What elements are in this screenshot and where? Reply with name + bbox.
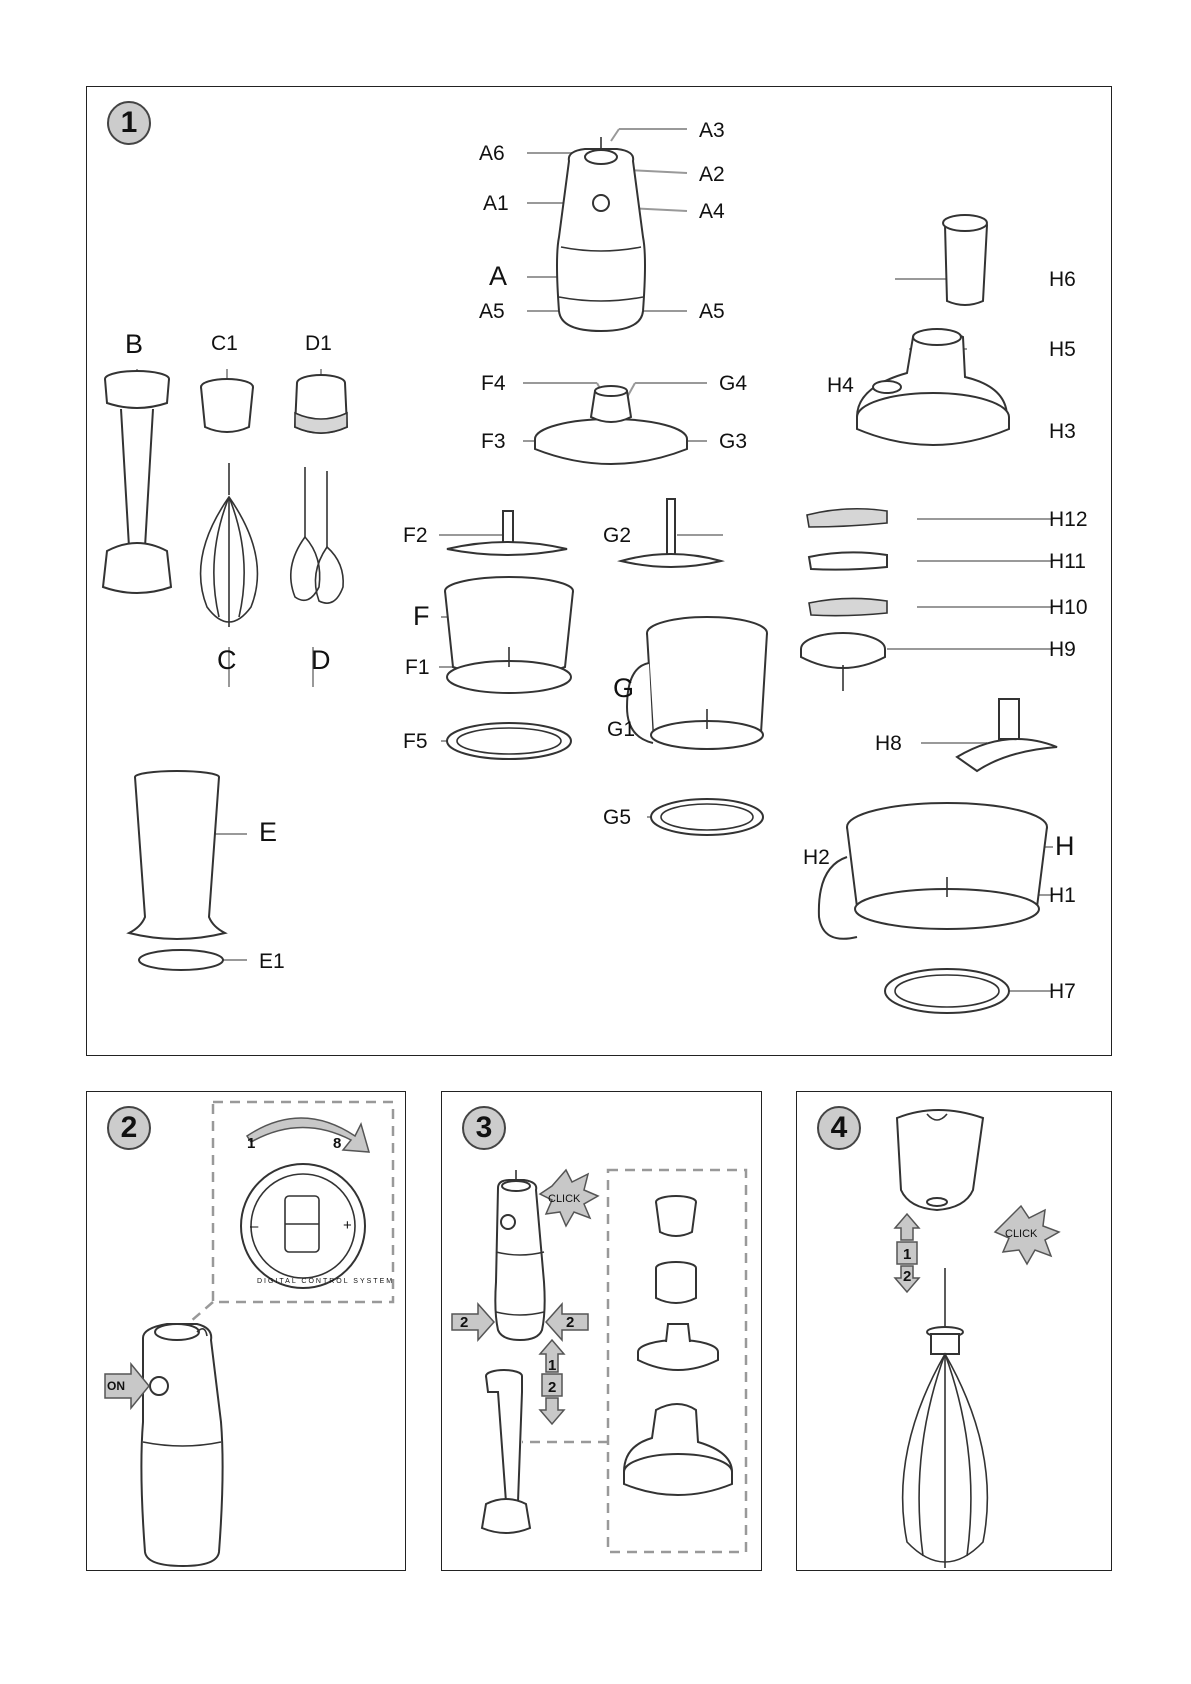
label-a4: A4 — [699, 201, 725, 222]
label-h2: H2 — [803, 847, 830, 868]
label-h8: H8 — [875, 733, 902, 754]
label-h4: H4 — [827, 375, 854, 396]
dial-plus-label: + — [343, 1218, 352, 1233]
step-number-1: 1 — [107, 101, 151, 145]
label-e1: E1 — [259, 951, 285, 972]
step-two-left-label: 2 — [460, 1315, 468, 1330]
slicing-inserts-drawing — [807, 509, 887, 616]
processor-bowl-drawing — [819, 803, 1047, 1013]
dial-max-label: 8 — [333, 1136, 341, 1151]
label-h3: H3 — [1049, 421, 1076, 442]
label-e: E — [259, 819, 277, 846]
label-d: D — [311, 647, 331, 674]
label-h9: H9 — [1049, 639, 1076, 660]
label-h12: H12 — [1049, 509, 1088, 530]
label-g4: G4 — [719, 373, 747, 394]
label-h11: H11 — [1049, 551, 1086, 572]
kneading-hooks-drawing — [291, 467, 343, 603]
label-d1: D1 — [305, 333, 332, 354]
processor-blade-drawing — [957, 699, 1057, 771]
label-a6: A6 — [479, 143, 505, 164]
panel-parts-overview: 1 A3 A6 A2 A1 A4 A A5 A5 B C1 D1 F4 G4 F… — [86, 86, 1112, 1056]
dial-ring-text: DIGITAL CONTROL SYSTEM — [257, 1278, 394, 1285]
step-two-right-label: 2 — [566, 1315, 574, 1330]
chopper-lid-drawing — [535, 386, 687, 464]
label-h5: H5 — [1049, 339, 1076, 360]
label-f1: F1 — [405, 657, 430, 678]
chopper-jug-g-drawing — [627, 617, 767, 835]
label-g3: G3 — [719, 431, 747, 452]
label-g1: G1 — [607, 719, 635, 740]
label-b: B — [125, 331, 143, 358]
label-g2: G2 — [603, 525, 631, 546]
label-f2: F2 — [403, 525, 428, 546]
speed-control-illustration — [87, 1092, 407, 1572]
parts-illustration — [87, 87, 1113, 1057]
panel-speed-control: 2 1 8 – + DIGITAL CONTROL SYSTEM ON — [86, 1091, 406, 1571]
panel-attach-accessories: 3 2 2 1 2 CLICK — [441, 1091, 762, 1571]
chopper-blade-f2-drawing — [447, 511, 567, 555]
panel-attach-whisk: 4 1 2 CLICK — [796, 1091, 1112, 1571]
click-label-3: CLICK — [548, 1194, 580, 1205]
step-number-3: 3 — [462, 1106, 506, 1150]
step-two-label-4: 2 — [903, 1269, 911, 1284]
dial-minus-label: – — [250, 1219, 258, 1234]
label-f3: F3 — [481, 431, 506, 452]
step-number-4: 4 — [817, 1106, 861, 1150]
label-h6: H6 — [1049, 269, 1076, 290]
step-one-label-4: 1 — [903, 1247, 911, 1262]
label-f: F — [413, 603, 430, 630]
label-g5: G5 — [603, 807, 631, 828]
gearbox-drawings — [201, 375, 347, 433]
label-h7: H7 — [1049, 981, 1076, 1002]
attach-whisk-illustration — [797, 1092, 1113, 1572]
label-a: A — [489, 263, 507, 290]
processor-lid-drawing — [857, 215, 1009, 445]
blender-foot-drawing — [103, 371, 171, 593]
step-number-2: 2 — [107, 1106, 151, 1150]
click-label-4: CLICK — [1005, 1229, 1037, 1240]
dial-min-label: 1 — [247, 1136, 255, 1151]
attach-accessories-illustration — [442, 1092, 763, 1572]
slicing-disc-drawing — [801, 633, 885, 691]
label-c: C — [217, 647, 237, 674]
whisk-drawing — [201, 463, 258, 627]
label-a3: A3 — [699, 120, 725, 141]
label-a5-right: A5 — [699, 301, 725, 322]
label-a1: A1 — [483, 193, 509, 214]
on-button-label: ON — [107, 1380, 125, 1392]
step-two-down-label: 2 — [548, 1380, 556, 1395]
label-f4: F4 — [481, 373, 506, 394]
motor-unit-drawing — [557, 137, 645, 331]
label-a2: A2 — [699, 164, 725, 185]
step-one-label: 1 — [548, 1358, 556, 1373]
label-a5-left: A5 — [479, 301, 505, 322]
chopper-bowl-f-drawing — [445, 577, 573, 759]
label-h: H — [1055, 833, 1075, 860]
label-f5: F5 — [403, 731, 428, 752]
label-c1: C1 — [211, 333, 238, 354]
label-g: G — [613, 675, 634, 702]
label-h10: H10 — [1049, 597, 1088, 618]
beaker-drawing — [129, 771, 225, 970]
chopper-blade-g2-drawing — [621, 499, 721, 567]
label-h1: H1 — [1049, 885, 1076, 906]
